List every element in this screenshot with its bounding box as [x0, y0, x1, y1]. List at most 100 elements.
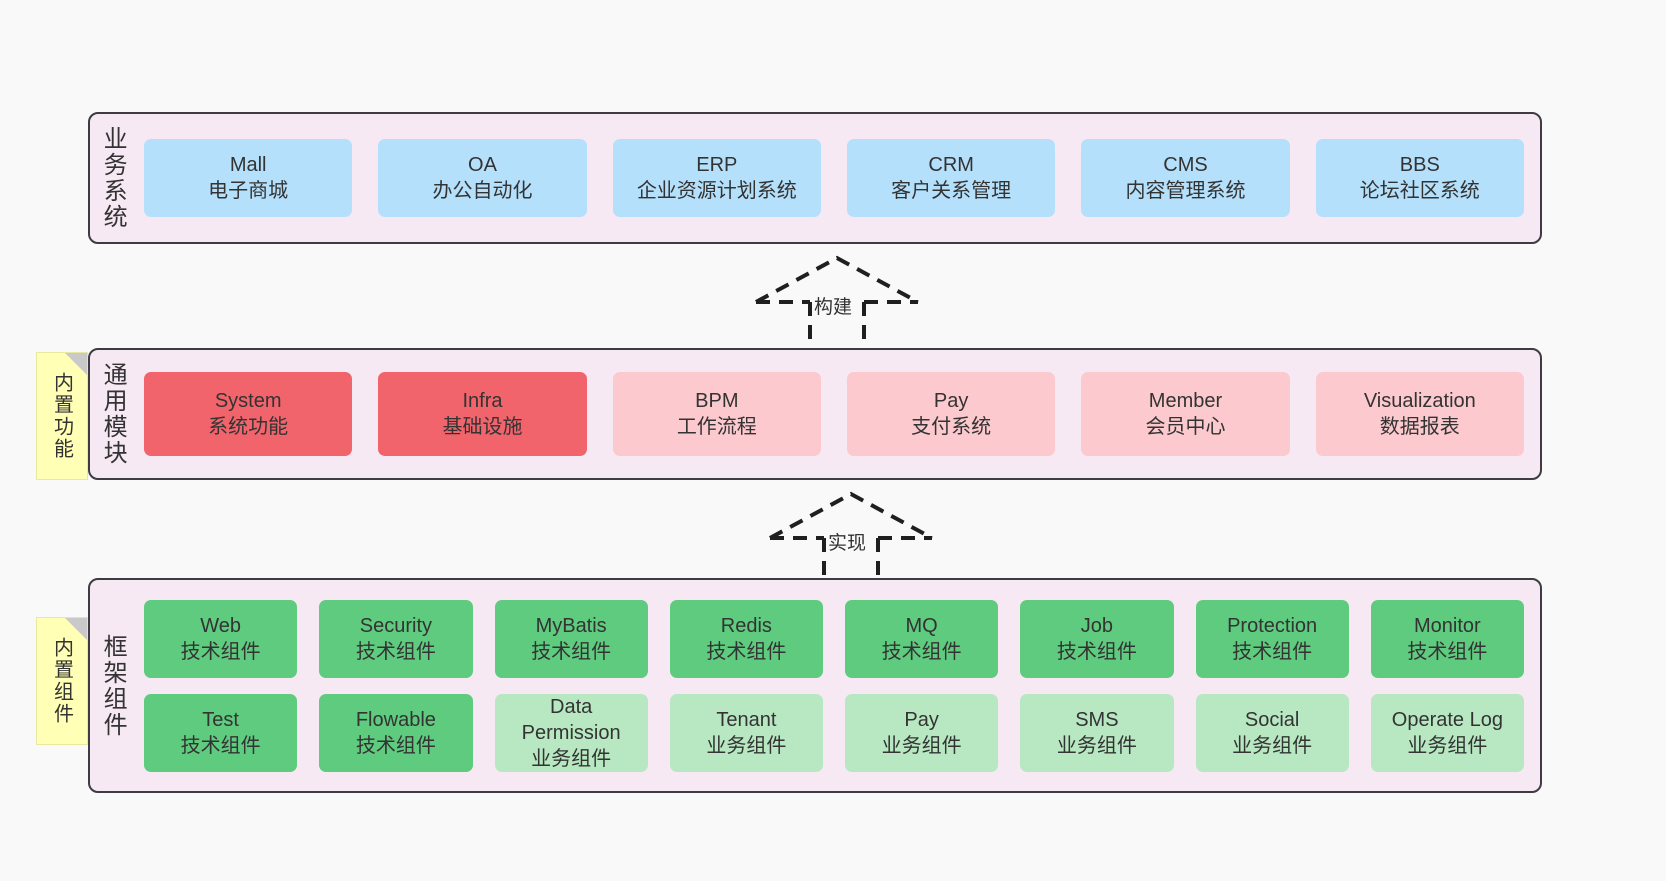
box-infra-cn: 基础设施 — [442, 416, 523, 438]
box-mybatis[interactable]: MyBatis 技术组件 — [494, 599, 648, 678]
layer-title-modules-text: 通用模块 — [99, 362, 127, 466]
box-protection-en: Protection — [1227, 614, 1318, 637]
box-job[interactable]: Job 技术组件 — [1020, 599, 1174, 678]
box-erp-cn: 企业资源计划系统 — [636, 180, 797, 202]
arrow-build: 构建 — [742, 252, 932, 354]
layer-title-business-text: 业务系统 — [99, 126, 127, 230]
box-pay-component-en: Pay — [904, 708, 939, 731]
box-job-en: Job — [1080, 614, 1113, 637]
box-crm-cn: 客户关系管理 — [891, 180, 1012, 202]
note-builtin-functions: 内置功能 — [36, 352, 88, 480]
box-bbs[interactable]: BBS 论坛社区系统 — [1315, 139, 1524, 217]
box-redis[interactable]: Redis 技术组件 — [669, 599, 823, 678]
arrow-implement-icon — [769, 491, 933, 590]
layer-modules-row-1: System 系统功能 Infra 基础设施 BPM 工作流程 Pay 支付系统… — [144, 372, 1524, 456]
box-infra-en: Infra — [462, 390, 503, 412]
arrow-implement: 实现 — [756, 488, 946, 590]
box-web-cn: 技术组件 — [180, 640, 261, 663]
box-system[interactable]: System 系统功能 — [144, 372, 353, 456]
arrow-implement-label: 实现 — [828, 533, 867, 554]
box-protection-cn: 技术组件 — [1232, 640, 1313, 663]
box-data-permission-cn: 业务组件 — [531, 747, 612, 770]
box-member-en: Member — [1148, 390, 1223, 412]
box-cms[interactable]: CMS 内容管理系统 — [1081, 139, 1290, 217]
box-monitor-en: Monitor — [1414, 614, 1481, 637]
box-redis-cn: 技术组件 — [706, 640, 787, 663]
box-tenant-cn: 业务组件 — [706, 734, 787, 757]
box-bbs-en: BBS — [1399, 154, 1440, 176]
box-tenant-en: Tenant — [716, 708, 777, 731]
note-fold-icon — [65, 353, 87, 375]
layer-body-frame: Web 技术组件 Security 技术组件 MyBatis 技术组件 Redi… — [134, 580, 1540, 791]
box-crm[interactable]: CRM 客户关系管理 — [846, 139, 1056, 217]
box-data-permission-en: Data Permission — [521, 695, 621, 744]
box-social-en: Social — [1244, 708, 1300, 731]
box-erp-en: ERP — [696, 154, 738, 176]
box-visualization-cn: 数据报表 — [1379, 416, 1460, 438]
box-monitor[interactable]: Monitor 技术组件 — [1370, 599, 1524, 678]
box-infra[interactable]: Infra 基础设施 — [378, 372, 587, 456]
box-bpm[interactable]: BPM 工作流程 — [612, 372, 821, 456]
layer-title-business: 业务系统 — [90, 114, 134, 242]
box-sms[interactable]: SMS 业务组件 — [1020, 693, 1174, 772]
layer-business-row-1: Mall 电子商城 OA 办公自动化 ERP 企业资源计划系统 CRM 客户关系… — [144, 139, 1524, 217]
box-mq[interactable]: MQ 技术组件 — [845, 599, 999, 678]
box-social[interactable]: Social 业务组件 — [1195, 693, 1349, 772]
box-bbs-cn: 论坛社区系统 — [1359, 180, 1480, 202]
box-security-cn: 技术组件 — [355, 640, 436, 663]
box-system-en: System — [214, 390, 282, 412]
box-visualization-en: Visualization — [1363, 390, 1476, 412]
note-fold-icon — [65, 618, 87, 640]
layer-body-modules: System 系统功能 Infra 基础设施 BPM 工作流程 Pay 支付系统… — [134, 350, 1540, 478]
box-operate-log[interactable]: Operate Log 业务组件 — [1370, 693, 1524, 772]
box-social-cn: 业务组件 — [1232, 734, 1313, 757]
box-flowable-en: Flowable — [355, 708, 436, 731]
box-visualization[interactable]: Visualization 数据报表 — [1315, 372, 1524, 456]
arrow-build-label: 构建 — [814, 297, 853, 318]
box-security[interactable]: Security 技术组件 — [319, 599, 473, 678]
box-flowable[interactable]: Flowable 技术组件 — [319, 693, 473, 772]
box-mybatis-en: MyBatis — [535, 614, 607, 637]
box-pay-component-cn: 业务组件 — [881, 734, 962, 757]
box-pay-module[interactable]: Pay 支付系统 — [846, 372, 1056, 456]
box-oa-cn: 办公自动化 — [432, 180, 533, 202]
box-oa[interactable]: OA 办公自动化 — [378, 139, 587, 217]
layer-title-modules: 通用模块 — [90, 350, 134, 478]
box-crm-en: CRM — [928, 154, 974, 176]
box-data-permission[interactable]: Data Permission 业务组件 — [494, 693, 648, 772]
box-operate-log-cn: 业务组件 — [1407, 734, 1488, 757]
box-mq-cn: 技术组件 — [881, 640, 962, 663]
box-member-cn: 会员中心 — [1145, 416, 1226, 438]
box-pay-component[interactable]: Pay 业务组件 — [845, 693, 999, 772]
box-mall-en: Mall — [229, 154, 267, 176]
box-member[interactable]: Member 会员中心 — [1081, 372, 1290, 456]
box-mall-cn: 电子商城 — [208, 180, 289, 202]
box-system-cn: 系统功能 — [208, 416, 289, 438]
arrow-build-icon — [755, 255, 919, 354]
layer-framework-components: 框架组件 Web 技术组件 Security 技术组件 MyBatis 技术组件… — [88, 578, 1542, 793]
layer-frame-row-2: Test 技术组件 Flowable 技术组件 Data Permission … — [144, 693, 1524, 772]
note-builtin-components: 内置组件 — [36, 617, 88, 745]
layer-body-business: Mall 电子商城 OA 办公自动化 ERP 企业资源计划系统 CRM 客户关系… — [134, 114, 1540, 242]
box-erp[interactable]: ERP 企业资源计划系统 — [612, 139, 821, 217]
box-security-en: Security — [359, 614, 432, 637]
box-cms-en: CMS — [1163, 154, 1208, 176]
layer-frame-row-1: Web 技术组件 Security 技术组件 MyBatis 技术组件 Redi… — [144, 599, 1524, 678]
box-pay-module-cn: 支付系统 — [911, 416, 992, 438]
box-sms-cn: 业务组件 — [1056, 734, 1137, 757]
layer-title-frame: 框架组件 — [90, 580, 134, 791]
box-job-cn: 技术组件 — [1056, 640, 1137, 663]
box-flowable-cn: 技术组件 — [355, 734, 436, 757]
box-mall[interactable]: Mall 电子商城 — [144, 139, 353, 217]
box-bpm-cn: 工作流程 — [676, 416, 757, 438]
box-web-en: Web — [200, 614, 241, 637]
box-pay-module-en: Pay — [933, 390, 969, 412]
box-mybatis-cn: 技术组件 — [531, 640, 612, 663]
box-protection[interactable]: Protection 技术组件 — [1195, 599, 1349, 678]
box-tenant[interactable]: Tenant 业务组件 — [669, 693, 823, 772]
layer-title-frame-text: 框架组件 — [99, 633, 127, 738]
note-builtin-functions-text: 内置功能 — [50, 372, 73, 460]
box-test[interactable]: Test 技术组件 — [144, 693, 298, 772]
box-web[interactable]: Web 技术组件 — [144, 599, 298, 678]
